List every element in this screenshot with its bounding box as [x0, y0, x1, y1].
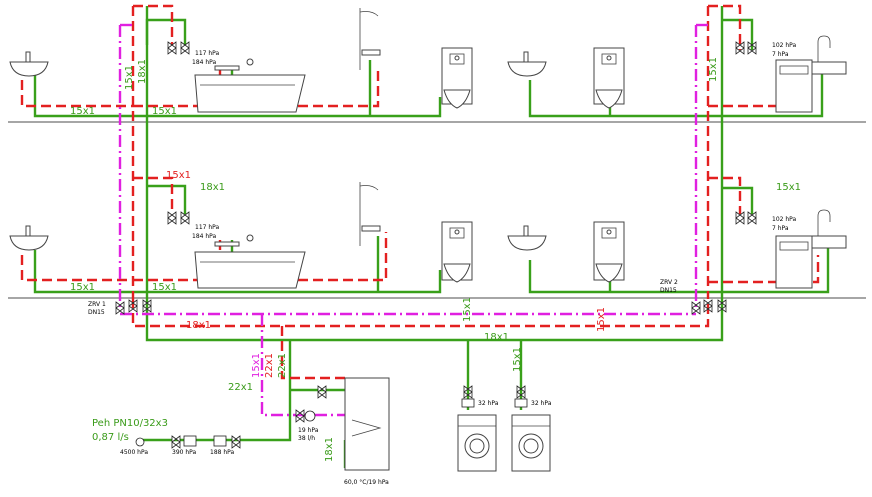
shower-upper	[359, 8, 381, 70]
cold-upper-kitchen-branch	[722, 18, 754, 50]
pipe-label: 18x1	[484, 332, 509, 343]
basin-upper-left	[9, 51, 49, 77]
valves	[115, 41, 757, 449]
zrv-dn-label: DN15	[660, 287, 677, 294]
bathtub-lower	[194, 234, 306, 289]
pressure-label: 188 hPa	[210, 449, 235, 456]
kitchen-upper	[775, 35, 847, 113]
pressure-label: 102 hPa	[772, 216, 797, 223]
pressure-label: 390 hPa	[172, 449, 197, 456]
cold-lower-kitchen-branch	[722, 186, 754, 214]
pipe-label: 15x1	[152, 282, 177, 293]
pressure-label: 102 hPa	[772, 42, 797, 49]
cold-upper-left-basin	[33, 75, 147, 118]
pipe-label: 15x1	[70, 106, 95, 117]
pipe-label: 18x1	[137, 59, 148, 84]
pipe-label: 22x1	[228, 382, 253, 393]
cold-upper-kitchen-sink	[722, 70, 824, 118]
circ-heater-return	[260, 314, 345, 417]
pipe-label: 15x1	[251, 353, 262, 378]
pressure-label: 4500 hPa	[120, 449, 148, 456]
wc-upper-left	[441, 47, 473, 109]
cold-lower-left-run	[147, 270, 442, 294]
water-heater	[344, 377, 390, 471]
pressure-label: 7 hPa	[772, 225, 789, 232]
wc-lower-right	[593, 221, 625, 283]
cold-lower-bath-branch	[147, 184, 187, 214]
bathtub-upper	[194, 58, 306, 113]
cold-lower-right-run	[528, 260, 722, 294]
cold-lower-kitchen-sink	[722, 248, 830, 294]
circulation-pipes	[118, 23, 708, 417]
shower-lower	[359, 182, 381, 246]
heater-temp-label: 60,0 °C/19 hPa	[344, 479, 389, 486]
pipe-label: 15x1	[776, 182, 801, 193]
zrv-dn-label: DN15	[88, 309, 105, 316]
pipe-label: 18x1	[324, 437, 335, 462]
hot-basement-main	[131, 298, 710, 328]
pressure-label: 32 hPa	[478, 400, 499, 407]
pipe-label: 15x1	[512, 347, 523, 372]
pipe-label: 18x1	[186, 320, 211, 331]
basin-lower-left	[9, 225, 49, 251]
pressure-label: 117 hPa	[195, 224, 220, 231]
hot-upper-bath-branch	[133, 4, 174, 45]
flow-label: 38 l/h	[298, 435, 315, 442]
cold-water-pipes	[33, 6, 830, 468]
cold-basement-main	[145, 298, 724, 342]
washing-machine-1	[457, 414, 497, 472]
supply-flow-label: 0,87 l/s	[92, 432, 129, 443]
pressure-label: 19 hPa	[298, 427, 319, 434]
cold-lower-left-basin	[33, 250, 147, 294]
pressure-label: 184 hPa	[192, 233, 217, 240]
hot-heater-outlet	[280, 326, 345, 380]
pipe-label: 18x1	[200, 182, 225, 193]
zrv-label: ZRV 2	[660, 279, 678, 286]
pipe-label: 15x1	[70, 282, 95, 293]
pressure-label: 32 hPa	[531, 400, 552, 407]
pipe-label: 15x1	[152, 106, 177, 117]
zrv-label: ZRV 1	[88, 301, 106, 308]
hot-lower-bath-branch	[133, 176, 174, 214]
basin-upper-right	[507, 51, 547, 77]
pressure-label: 7 hPa	[772, 51, 789, 58]
hot-lower-kitchen-run	[708, 255, 820, 284]
kitchen-lower	[775, 209, 847, 289]
pipe-label: 15x1	[596, 307, 607, 332]
pipe-label: 15x1	[166, 170, 191, 181]
hot-upper-kitchen-branch	[708, 4, 742, 50]
hot-lower-left-basin	[20, 255, 133, 282]
cold-upper-bath-branch	[145, 18, 187, 45]
pipe-label: 22x1	[264, 353, 275, 378]
pipe-label: 22x1	[277, 353, 288, 378]
basin-lower-right	[507, 225, 547, 251]
wc-lower-left	[441, 221, 473, 283]
washing-machine-2	[511, 414, 551, 472]
wc-upper-right	[593, 47, 625, 109]
supply-pipe-label: Peh PN10/32x3	[92, 418, 168, 429]
pressure-label: 184 hPa	[192, 59, 217, 66]
pressure-label: 117 hPa	[195, 50, 220, 57]
cold-upper-right-run	[528, 80, 722, 118]
pipe-label: 15x1	[462, 297, 473, 322]
hot-upper-left-basin	[20, 80, 133, 108]
pipe-label: 15x1	[124, 65, 135, 90]
cold-upper-left-run	[147, 97, 442, 118]
hot-lower-kitchen-branch	[708, 176, 742, 214]
pipe-label: 15x1	[708, 57, 719, 82]
